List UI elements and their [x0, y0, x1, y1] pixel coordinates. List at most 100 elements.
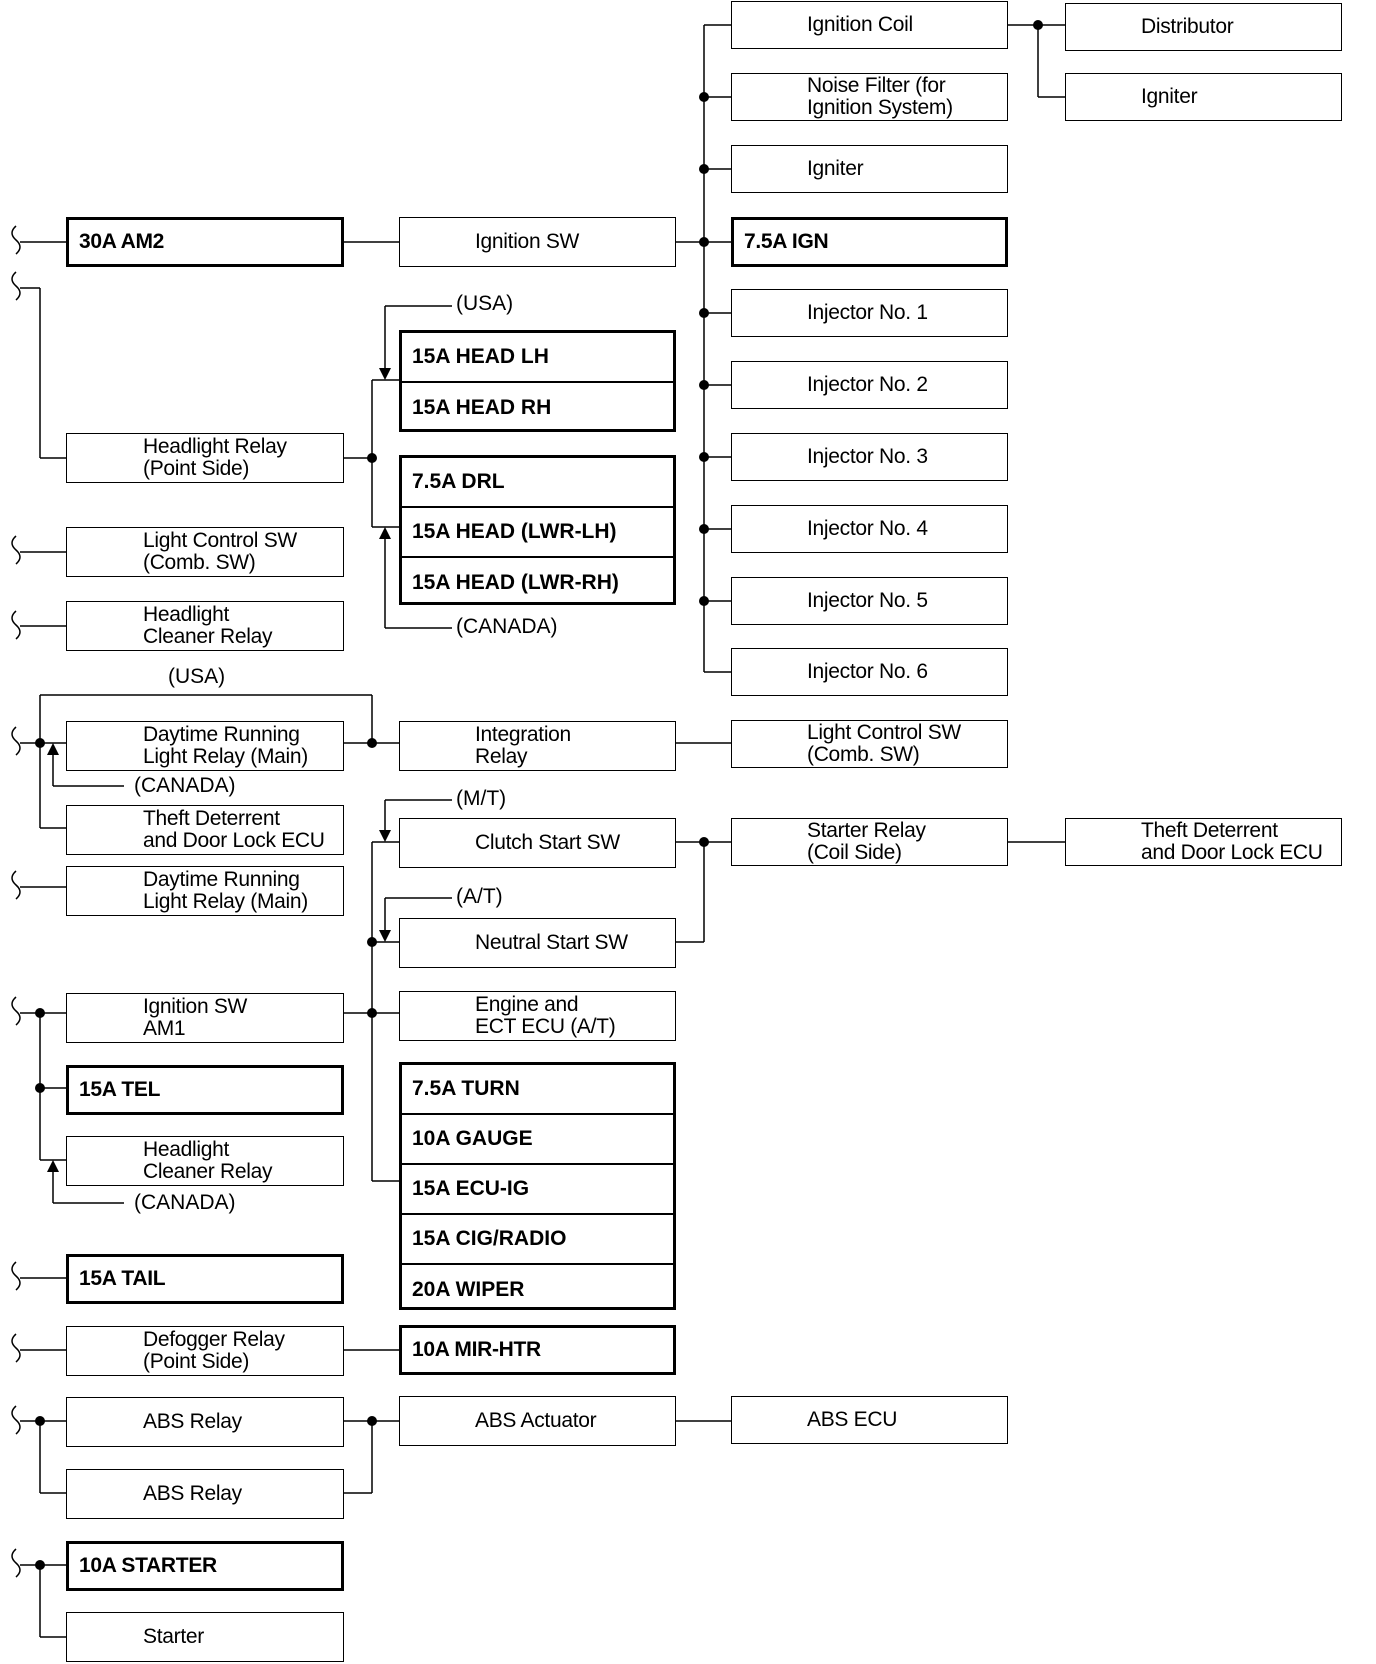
box-label: Clutch Start SW — [475, 830, 620, 854]
box-label: Daytime Running Light Relay (Main) — [143, 867, 308, 913]
box-label: Igniter — [1141, 84, 1198, 108]
box-label: Theft Deterrent and Door Lock ECU — [1141, 818, 1323, 864]
box-label: Headlight Cleaner Relay — [143, 602, 273, 648]
defogger-relay-point-side: Defogger Relay (Point Side) — [66, 1326, 344, 1376]
injector-no-6: Injector No. 6 — [731, 648, 1008, 696]
label-canada-drl: (CANADA) — [134, 774, 236, 797]
ignition-sw-am1: Ignition SW AM1 — [66, 993, 344, 1043]
box-label: Light Control SW (Comb. SW) — [807, 720, 961, 766]
headlight-relay-point-side: Headlight Relay (Point Side) — [66, 433, 344, 483]
headlight-cleaner-relay: Headlight Cleaner Relay — [66, 601, 344, 651]
fuse-30a-am2: 30A AM2 — [66, 217, 344, 267]
box-label: Injector No. 4 — [807, 516, 928, 540]
abs-ecu: ABS ECU — [731, 1396, 1008, 1444]
box-label: Engine and ECT ECU (A/T) — [475, 992, 616, 1038]
starter: Starter — [66, 1612, 344, 1662]
fuse-15a-head-rh: 15A HEAD RH — [412, 396, 552, 419]
fuse-label: 15A TAIL — [79, 1266, 166, 1290]
box-label: Injector No. 2 — [807, 372, 928, 396]
box-label: Light Control SW (Comb. SW) — [143, 528, 297, 574]
clutch-start-sw: Clutch Start SW — [399, 818, 676, 868]
fuse-15a-head-lwr-rh: 15A HEAD (LWR-RH) — [412, 571, 619, 594]
label-canada-head: (CANADA) — [456, 615, 558, 638]
box-label: Defogger Relay (Point Side) — [143, 1327, 285, 1373]
ignition-coil: Ignition Coil — [731, 1, 1008, 49]
box-label: Starter — [143, 1624, 204, 1648]
headlight-cleaner-relay-2: Headlight Cleaner Relay — [66, 1136, 344, 1186]
box-label: ABS Actuator — [475, 1408, 597, 1432]
fuse-15a-head-lh: 15A HEAD LH — [402, 333, 673, 383]
injector-no-3: Injector No. 3 — [731, 433, 1008, 481]
box-label: ABS Relay — [143, 1409, 242, 1433]
fuse-7-5a-ign: 7.5A IGN — [731, 217, 1008, 267]
injector-no-5: Injector No. 5 — [731, 577, 1008, 625]
junction-dots — [35, 20, 1043, 1570]
box-label: Noise Filter (for Ignition System) — [807, 73, 953, 119]
integration-relay: Integration Relay — [399, 721, 676, 771]
abs-relay-2: ABS Relay — [66, 1469, 344, 1519]
fuse-label: 10A MIR-HTR — [412, 1337, 541, 1361]
box-label: Injector No. 5 — [807, 588, 928, 612]
box-label: Injector No. 3 — [807, 444, 928, 468]
fuse-7-5a-drl: 7.5A DRL — [402, 458, 673, 508]
box-label: Integration Relay — [475, 722, 571, 768]
fuse-15a-cig-radio: 15A CIG/RADIO — [402, 1215, 673, 1265]
distributor: Distributor — [1065, 3, 1342, 51]
fuse-15a-tel: 15A TEL — [66, 1065, 344, 1115]
injector-no-2: Injector No. 2 — [731, 361, 1008, 409]
label-canada-cleaner: (CANADA) — [134, 1191, 236, 1214]
label-mt: (M/T) — [456, 787, 507, 810]
abs-relay-1: ABS Relay — [66, 1397, 344, 1447]
drl-fuse-group: 7.5A DRL 15A HEAD (LWR-LH) 15A HEAD (LWR… — [399, 455, 676, 605]
fuse-label: 30A AM2 — [79, 229, 165, 253]
box-label: Daytime Running Light Relay (Main) — [143, 722, 308, 768]
box-label: Ignition SW AM1 — [143, 994, 248, 1040]
abs-actuator: ABS Actuator — [399, 1396, 676, 1446]
label-usa-head: (USA) — [456, 292, 514, 315]
box-label: Injector No. 6 — [807, 659, 928, 683]
fuse-15a-ecu-ig: 15A ECU-IG — [402, 1165, 673, 1215]
neutral-start-sw: Neutral Start SW — [399, 918, 676, 968]
ignition-sw: Ignition SW — [399, 217, 676, 267]
fuse-10a-mir-htr: 10A MIR-HTR — [399, 1325, 676, 1375]
box-label: Igniter — [807, 156, 864, 180]
box-label: Starter Relay (Coil Side) — [807, 818, 926, 864]
fuse-15a-head-lwr-lh: 15A HEAD (LWR-LH) — [402, 508, 673, 558]
light-control-sw-comb-2: Light Control SW (Comb. SW) — [731, 720, 1008, 768]
box-label: Headlight Cleaner Relay — [143, 1137, 273, 1183]
fuse-15a-tail: 15A TAIL — [66, 1254, 344, 1304]
light-control-sw-comb: Light Control SW (Comb. SW) — [66, 527, 344, 577]
fuse-20a-wiper: 20A WIPER — [412, 1278, 525, 1301]
box-label: Neutral Start SW — [475, 930, 628, 954]
fuse-label: 10A STARTER — [79, 1553, 217, 1577]
label-at: (A/T) — [456, 885, 503, 908]
theft-deterrent-door-lock-ecu: Theft Deterrent and Door Lock ECU — [66, 805, 344, 855]
drl-relay-main-2: Daytime Running Light Relay (Main) — [66, 866, 344, 916]
starter-relay-coil-side: Starter Relay (Coil Side) — [731, 818, 1008, 866]
box-label: ABS ECU — [807, 1407, 898, 1431]
ig-fuse-group: 7.5A TURN 10A GAUGE 15A ECU-IG 15A CIG/R… — [399, 1062, 676, 1310]
engine-ect-ecu: Engine and ECT ECU (A/T) — [399, 991, 676, 1041]
wire-break-symbols — [11, 225, 21, 1578]
injector-no-1: Injector No. 1 — [731, 289, 1008, 337]
fuse-label: 15A TEL — [79, 1077, 161, 1101]
injector-no-4: Injector No. 4 — [731, 505, 1008, 553]
drl-relay-main: Daytime Running Light Relay (Main) — [66, 721, 344, 771]
fuse-10a-gauge: 10A GAUGE — [402, 1115, 673, 1165]
fuse-10a-starter: 10A STARTER — [66, 1541, 344, 1591]
igniter-2: Igniter — [1065, 73, 1342, 121]
box-label: Ignition Coil — [807, 12, 913, 36]
box-label: ABS Relay — [143, 1481, 242, 1505]
box-label: Distributor — [1141, 14, 1234, 38]
box-label: Theft Deterrent and Door Lock ECU — [143, 806, 325, 852]
theft-deterrent-door-lock-ecu-2: Theft Deterrent and Door Lock ECU — [1065, 818, 1342, 866]
label-usa-drl: (USA) — [168, 665, 226, 688]
arrow-heads — [47, 368, 391, 1172]
fuse-7-5a-turn: 7.5A TURN — [402, 1065, 673, 1115]
igniter: Igniter — [731, 145, 1008, 193]
head-fuse-group: 15A HEAD LH 15A HEAD RH — [399, 330, 676, 432]
box-label: Ignition SW — [475, 229, 580, 253]
noise-filter: Noise Filter (for Ignition System) — [731, 73, 1008, 121]
box-label: Injector No. 1 — [807, 300, 928, 324]
